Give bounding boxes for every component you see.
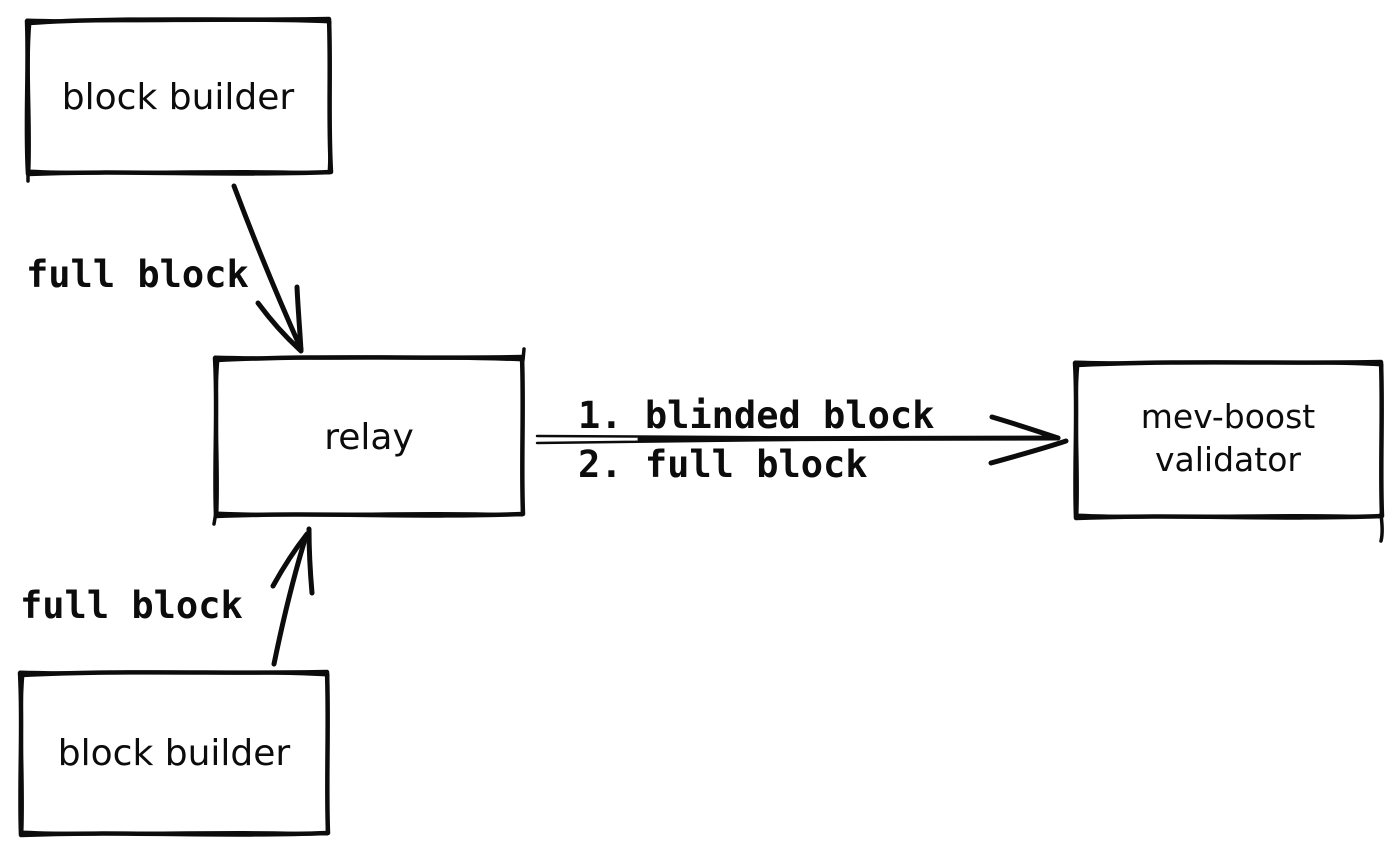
edge-label-blinded-block: 1. blinded block (578, 394, 934, 437)
relay-corner-tick-tr (521, 347, 526, 362)
arrow-relay-shaft-sketch-top (535, 434, 902, 440)
arrow-relay-shaft-sketch-bottom (535, 437, 862, 445)
arrow-builder-top-to-relay: full block (26, 183, 304, 354)
edge-label-full-block-bottom: full block (20, 584, 243, 627)
builder-bottom-box: block builder (17, 669, 331, 838)
arrow-relay-to-validator: 1. blinded block 2. full block (535, 394, 1069, 486)
validator-label-line2: validator (1155, 440, 1301, 479)
arrow-builder-top-barb-left (255, 300, 303, 353)
relay-label: relay (324, 417, 414, 458)
arrow-builder-bottom-barb-left (270, 531, 310, 589)
arrow-relay-barb-bottom (988, 438, 1069, 466)
builder-top-box: block builder (24, 16, 334, 183)
arrow-builder-bottom-barb-right (306, 526, 315, 596)
builder-bottom-box-outline-2 (18, 670, 330, 836)
builder-bottom-label: block builder (58, 733, 291, 774)
relay-box-outline-2 (213, 355, 525, 517)
arrow-builder-bottom-shaft (271, 533, 309, 667)
edge-label-full-block-top: full block (26, 253, 249, 296)
arrow-relay-barb-top (989, 414, 1061, 441)
edge-label-full-block-right: 2. full block (578, 443, 868, 486)
builder-top-box-outline-2 (25, 18, 332, 175)
relay-box: relay (212, 347, 526, 526)
relay-corner-tick-bl (212, 510, 218, 526)
builder-top-label: block builder (62, 77, 295, 118)
validator-corner-tick-br (1379, 512, 1384, 543)
arrow-builder-top-barb-right (294, 284, 304, 354)
arrow-builder-top-shaft (231, 183, 304, 352)
validator-box: mev-boost validator (1072, 359, 1385, 543)
validator-label-line1: mev-boost (1141, 397, 1316, 436)
arrow-builder-bottom-to-relay: full block (20, 526, 315, 667)
